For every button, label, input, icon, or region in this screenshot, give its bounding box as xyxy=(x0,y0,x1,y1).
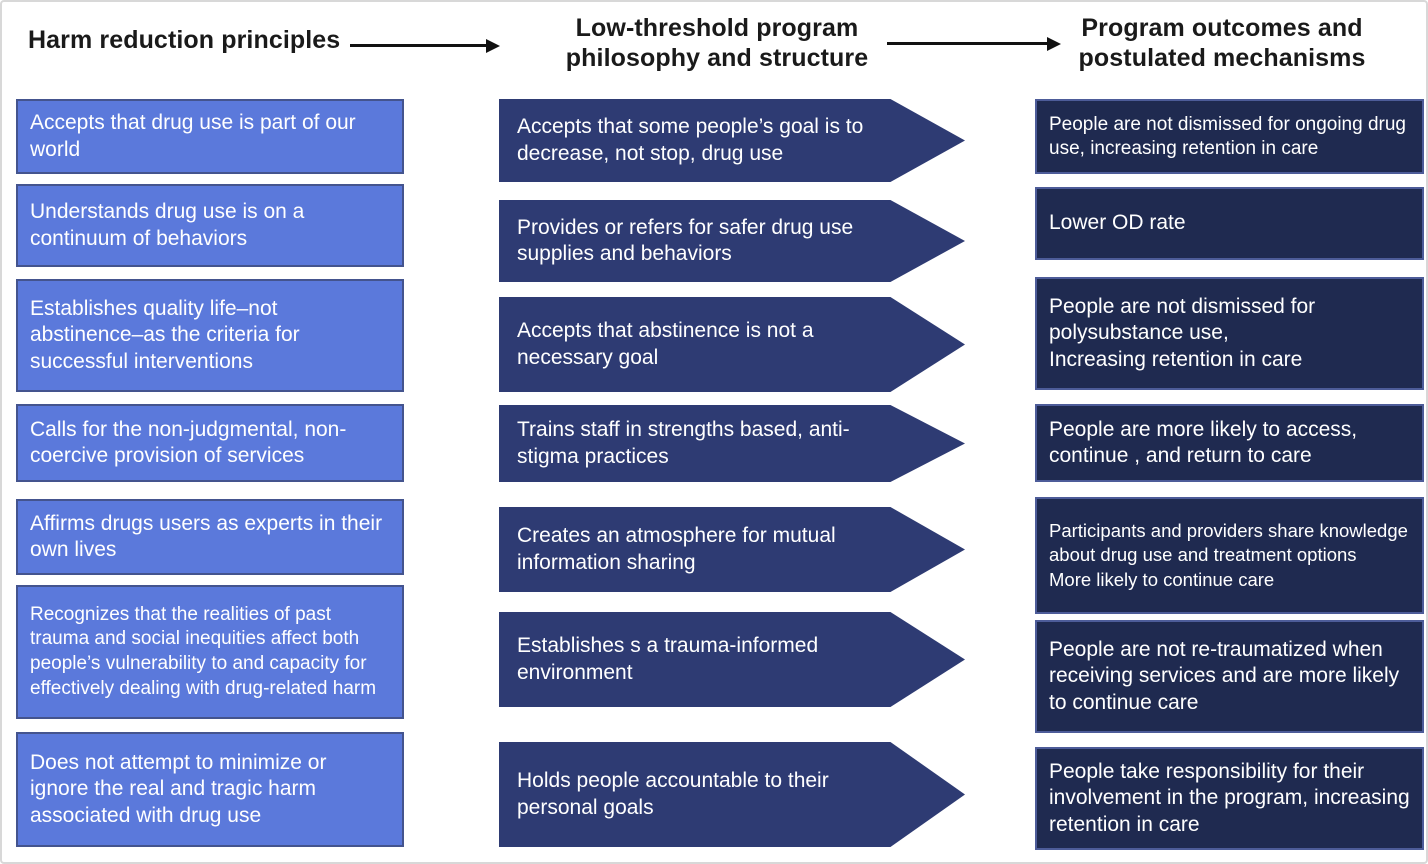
principle-text: Establishes quality life–not abstinence–… xyxy=(30,296,300,373)
column-header-principles: Harm reduction principles xyxy=(28,26,341,54)
philosophy-arrow-box: Accepts that some people’s goal is to de… xyxy=(499,99,965,182)
philosophy-text: Creates an atmosphere for mutual informa… xyxy=(517,524,836,574)
principle-box: Recognizes that the realities of past tr… xyxy=(16,585,404,719)
principle-box: Calls for the non-judgmental, non-coerci… xyxy=(16,404,404,482)
philosophy-arrow-box: Trains staff in strengths based, anti-st… xyxy=(499,405,965,482)
philosophy-arrow-box: Establishes s a trauma-informed environm… xyxy=(499,612,965,707)
outcome-box: Participants and providers share knowled… xyxy=(1035,497,1424,614)
principle-box: Accepts that drug use is part of our wor… xyxy=(16,99,404,174)
outcome-box: People are not dismissed for polysubstan… xyxy=(1035,277,1424,390)
principle-text: Does not attempt to minimize or ignore t… xyxy=(30,750,327,827)
principles-column: Accepts that drug use is part of our wor… xyxy=(16,99,404,847)
principle-text: Understands drug use is on a continuum o… xyxy=(30,200,305,250)
philosophy-arrow-box: Creates an atmosphere for mutual informa… xyxy=(499,507,965,592)
outcome-box: People are not dismissed for ongoing dru… xyxy=(1035,99,1424,174)
principle-box: Does not attempt to minimize or ignore t… xyxy=(16,732,404,847)
philosophy-text: Trains staff in strengths based, anti-st… xyxy=(517,418,850,468)
philosophy-arrow-box: Holds people accountable to their person… xyxy=(499,742,965,847)
philosophy-text: Provides or refers for safer drug use su… xyxy=(517,215,854,265)
philosophy-text: Establishes s a trauma-informed environm… xyxy=(517,634,819,684)
outcome-box: People take responsibility for their inv… xyxy=(1035,747,1424,850)
principle-text: Recognizes that the realities of past tr… xyxy=(30,603,377,699)
philosophy-text: Holds people accountable to their person… xyxy=(517,769,829,819)
arrow-right-icon xyxy=(350,44,486,47)
outcome-text: People are not dismissed for polysubstan… xyxy=(1049,294,1316,371)
philosophy-text: Accepts that abstinence is not a necessa… xyxy=(517,319,814,369)
philosophy-arrow-box: Accepts that abstinence is not a necessa… xyxy=(499,297,965,392)
principle-box: Establishes quality life–not abstinence–… xyxy=(16,279,404,392)
outcome-box: People are more likely to access, contin… xyxy=(1035,404,1424,482)
outcome-text: People take responsibility for their inv… xyxy=(1049,759,1410,836)
principle-box: Affirms drugs users as experts in their … xyxy=(16,499,404,575)
column-header-outcomes: Program outcomes and postulated mechanis… xyxy=(1078,14,1366,72)
outcome-text: People are more likely to access, contin… xyxy=(1049,417,1358,467)
outcome-box: People are not re-traumatized when recei… xyxy=(1035,620,1424,733)
philosophy-arrow-box: Provides or refers for safer drug use su… xyxy=(499,200,965,282)
outcome-text: People are not re-traumatized when recei… xyxy=(1049,637,1400,714)
philosophy-text: Accepts that some people’s goal is to de… xyxy=(517,115,864,165)
principle-text: Calls for the non-judgmental, non-coerci… xyxy=(30,417,347,467)
outcome-text: People are not dismissed for ongoing dru… xyxy=(1049,113,1407,159)
outcomes-column: People are not dismissed for ongoing dru… xyxy=(1035,99,1424,850)
column-header-philosophy: Low-threshold program philosophy and str… xyxy=(565,14,869,72)
principle-box: Understands drug use is on a continuum o… xyxy=(16,184,404,267)
arrow-right-icon xyxy=(887,42,1047,45)
outcome-text: Lower OD rate xyxy=(1049,211,1186,235)
outcome-text: Participants and providers share knowled… xyxy=(1049,520,1408,590)
outcome-box: Lower OD rate xyxy=(1035,187,1424,260)
philosophy-column: Accepts that some people’s goal is to de… xyxy=(499,99,965,847)
principle-text: Accepts that drug use is part of our wor… xyxy=(30,111,356,161)
principle-text: Affirms drugs users as experts in their … xyxy=(30,511,383,561)
